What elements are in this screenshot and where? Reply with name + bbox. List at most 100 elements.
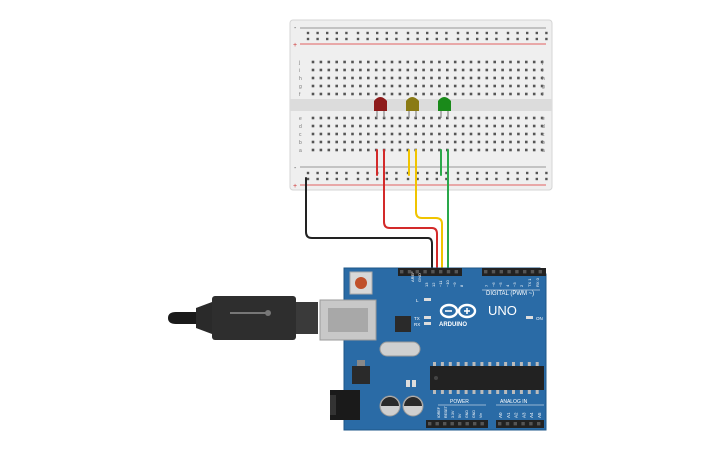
breadboard-hole[interactable]	[485, 84, 489, 88]
rail-hole[interactable]	[416, 171, 419, 175]
breadboard-hole[interactable]	[540, 148, 544, 152]
wire-yellow[interactable]	[415, 149, 443, 273]
breadboard-hole[interactable]	[517, 76, 520, 80]
breadboard-hole[interactable]	[477, 84, 481, 88]
breadboard-hole[interactable]	[477, 148, 481, 152]
breadboard-hole[interactable]	[477, 68, 481, 72]
breadboard-hole[interactable]	[343, 132, 346, 136]
breadboard-hole[interactable]	[382, 92, 386, 96]
breadboard-hole[interactable]	[414, 60, 417, 64]
rail-hole[interactable]	[406, 37, 410, 41]
breadboard-hole[interactable]	[335, 132, 338, 136]
rail-hole[interactable]	[535, 31, 538, 35]
breadboard-hole[interactable]	[359, 60, 362, 64]
rail-hole[interactable]	[485, 177, 488, 181]
breadboard-hole[interactable]	[343, 92, 346, 96]
breadboard-hole[interactable]	[525, 60, 528, 64]
breadboard-hole[interactable]	[351, 76, 354, 80]
breadboard-hole[interactable]	[422, 68, 425, 72]
breadboard-hole[interactable]	[390, 124, 394, 128]
breadboard-hole[interactable]	[517, 140, 520, 144]
rail-hole[interactable]	[395, 177, 398, 181]
breadboard-hole[interactable]	[430, 140, 433, 144]
breadboard-hole[interactable]	[477, 116, 481, 120]
breadboard-hole[interactable]	[359, 140, 362, 144]
breadboard-hole[interactable]	[430, 124, 433, 128]
breadboard-hole[interactable]	[525, 92, 528, 96]
breadboard-hole[interactable]	[311, 92, 315, 96]
breadboard-hole[interactable]	[446, 140, 449, 144]
rail-hole[interactable]	[426, 37, 429, 41]
header-pin[interactable]	[439, 270, 443, 274]
breadboard-hole[interactable]	[343, 124, 346, 128]
breadboard-hole[interactable]	[469, 132, 473, 136]
breadboard-hole[interactable]	[398, 116, 402, 120]
rail-hole[interactable]	[476, 31, 479, 35]
rail-hole[interactable]	[366, 31, 369, 35]
rail-hole[interactable]	[316, 177, 319, 181]
breadboard-hole[interactable]	[327, 60, 331, 64]
breadboard-hole[interactable]	[485, 148, 489, 152]
breadboard-hole[interactable]	[335, 60, 338, 64]
breadboard-hole[interactable]	[430, 116, 433, 120]
breadboard-hole[interactable]	[517, 92, 520, 96]
rail-hole[interactable]	[376, 37, 379, 41]
breadboard-hole[interactable]	[335, 84, 338, 88]
rail-hole[interactable]	[306, 177, 310, 181]
breadboard-hole[interactable]	[461, 132, 465, 136]
rail-hole[interactable]	[406, 177, 410, 181]
breadboard-hole[interactable]	[485, 116, 489, 120]
breadboard-hole[interactable]	[540, 84, 544, 88]
breadboard-hole[interactable]	[374, 68, 378, 72]
breadboard-hole[interactable]	[311, 132, 315, 136]
breadboard-hole[interactable]	[532, 116, 536, 120]
breadboard-hole[interactable]	[319, 60, 323, 64]
usb-cable[interactable]	[168, 296, 318, 340]
breadboard-hole[interactable]	[493, 116, 496, 120]
rail-hole[interactable]	[476, 171, 479, 175]
breadboard-hole[interactable]	[540, 92, 544, 96]
breadboard-hole[interactable]	[335, 92, 338, 96]
header-pin[interactable]	[431, 270, 435, 274]
header-pin[interactable]	[498, 422, 502, 426]
breadboard-hole[interactable]	[509, 76, 512, 80]
breadboard-hole[interactable]	[469, 84, 473, 88]
rail-hole[interactable]	[485, 37, 488, 41]
breadboard-hole[interactable]	[390, 132, 394, 136]
rail-hole[interactable]	[456, 171, 460, 175]
breadboard-hole[interactable]	[525, 76, 528, 80]
header-pin[interactable]	[507, 270, 511, 274]
rail-hole[interactable]	[485, 31, 488, 35]
breadboard-hole[interactable]	[493, 140, 496, 144]
breadboard-hole[interactable]	[477, 76, 481, 80]
rail-hole[interactable]	[435, 31, 438, 35]
breadboard-hole[interactable]	[430, 92, 433, 96]
rail-hole[interactable]	[335, 37, 338, 41]
led-red[interactable]	[374, 97, 387, 118]
breadboard-hole[interactable]	[525, 132, 528, 136]
rail-hole[interactable]	[306, 171, 310, 175]
rail-hole[interactable]	[516, 31, 519, 35]
breadboard-hole[interactable]	[461, 60, 465, 64]
breadboard-hole[interactable]	[493, 92, 496, 96]
rail-hole[interactable]	[445, 177, 448, 181]
breadboard-hole[interactable]	[517, 68, 520, 72]
breadboard-hole[interactable]	[382, 132, 386, 136]
rail-hole[interactable]	[426, 177, 429, 181]
breadboard-hole[interactable]	[461, 84, 465, 88]
breadboard-hole[interactable]	[509, 116, 512, 120]
rail-hole[interactable]	[435, 171, 438, 175]
breadboard-hole[interactable]	[532, 140, 536, 144]
breadboard-hole[interactable]	[382, 76, 386, 80]
breadboard-hole[interactable]	[501, 68, 504, 72]
rail-hole[interactable]	[326, 171, 329, 175]
breadboard-hole[interactable]	[414, 140, 417, 144]
rail-hole[interactable]	[366, 177, 369, 181]
header-pin[interactable]	[435, 422, 439, 426]
breadboard-hole[interactable]	[422, 140, 425, 144]
breadboard-hole[interactable]	[335, 76, 338, 80]
breadboard-hole[interactable]	[406, 140, 410, 144]
breadboard-hole[interactable]	[343, 84, 346, 88]
breadboard-hole[interactable]	[374, 132, 378, 136]
